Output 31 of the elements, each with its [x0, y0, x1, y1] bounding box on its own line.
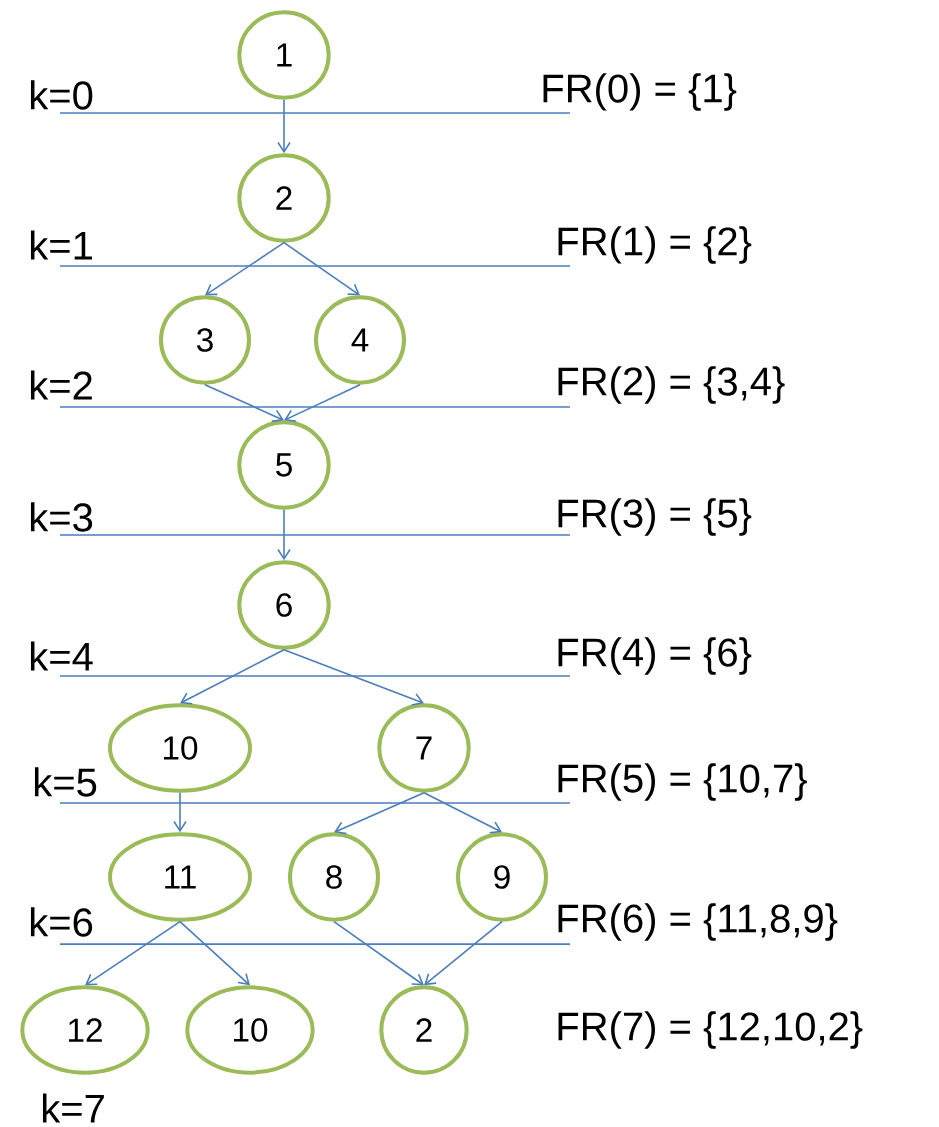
- arrow: [179, 920, 250, 986]
- arrow: [424, 920, 503, 986]
- level-label: FR(5) = {10,7}: [558, 763, 807, 801]
- level-label: k=6: [30, 907, 93, 937]
- arrow: [277, 508, 291, 561]
- level-label: FR(4) = {6}: [558, 637, 752, 675]
- level-label: FR(1) = {2}: [558, 226, 752, 264]
- level-label: k=7: [42, 1093, 104, 1123]
- level-label: k=2: [30, 370, 92, 400]
- level-label: FR(0) = {1}: [543, 73, 737, 111]
- arrow: [333, 920, 424, 986]
- level-label: FR(6) = {11,8,9}: [558, 903, 838, 941]
- arrow: [283, 241, 360, 296]
- level-label: FR(3) = {5}: [558, 498, 752, 536]
- level-label: k=4: [30, 641, 93, 671]
- arrow: [205, 241, 285, 296]
- arrow: [85, 920, 181, 986]
- arrow: [204, 383, 284, 423]
- arrow: [423, 791, 502, 834]
- level-label: k=3: [30, 502, 93, 532]
- level-label: k=1: [30, 230, 92, 260]
- arrow: [277, 98, 291, 154]
- arrow: [180, 648, 285, 705]
- arrow: [284, 383, 361, 422]
- arrow: [173, 791, 187, 833]
- level-label: k=0: [30, 80, 93, 110]
- level-label: FR(7) = {12,10,2}: [558, 1011, 863, 1049]
- level-label: FR(2) = {3,4}: [558, 366, 785, 404]
- arrow: [334, 791, 425, 835]
- level-label: k=5: [34, 767, 97, 797]
- arrow: [283, 648, 424, 706]
